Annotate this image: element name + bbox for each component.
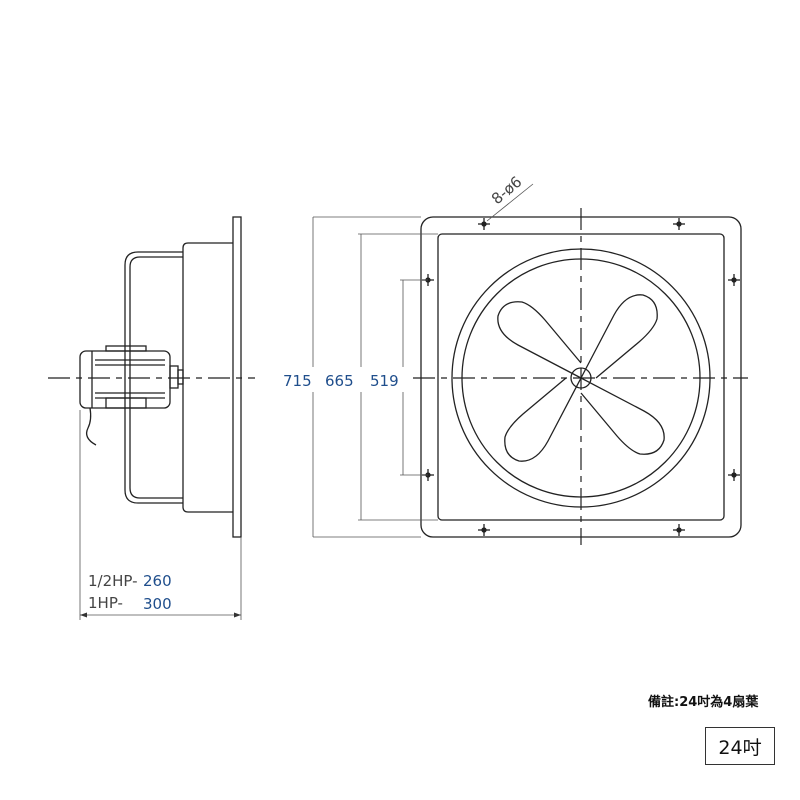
hole-spec: 8-ø6 [488, 173, 525, 208]
mounting-hole [673, 524, 685, 536]
fan-blade [580, 377, 665, 455]
motor-shaft [177, 369, 184, 385]
size-label: 24吋 [718, 736, 762, 759]
half-hp-value: 260 [143, 572, 172, 590]
mounting-hole [478, 218, 490, 230]
motor-top-bracket [105, 345, 147, 352]
side-flange [232, 216, 242, 538]
dim-665: 665 [325, 372, 354, 390]
depth-dimension-line [79, 410, 242, 620]
cable [85, 407, 97, 446]
one-hp-label: 1HP- [88, 594, 123, 612]
half-hp-label: 1/2HP- [88, 572, 138, 590]
fan-blades [497, 294, 665, 462]
motor-bottom-bracket [105, 397, 147, 409]
motor-details [91, 351, 165, 408]
mounting-hole [478, 524, 490, 536]
fan-blade [504, 377, 582, 462]
fan-blade [497, 301, 582, 379]
side-handle [124, 251, 183, 504]
motor-shaft-collar [169, 365, 179, 389]
dim-715: 715 [283, 372, 312, 390]
side-view [48, 216, 255, 620]
mounting-hole [728, 469, 740, 481]
hole-leader [486, 183, 534, 222]
mounting-hole [673, 218, 685, 230]
dimension-lines [312, 216, 438, 538]
size-label-box: 24吋 [705, 727, 775, 765]
front-view: 8-ø6 715 665 519 [283, 173, 748, 545]
mounting-hole [728, 274, 740, 286]
dim-519: 519 [370, 372, 399, 390]
note-text: 備註:24吋為4扇葉 [648, 695, 759, 710]
one-hp-value: 300 [143, 595, 172, 613]
fan-blade [580, 294, 658, 379]
